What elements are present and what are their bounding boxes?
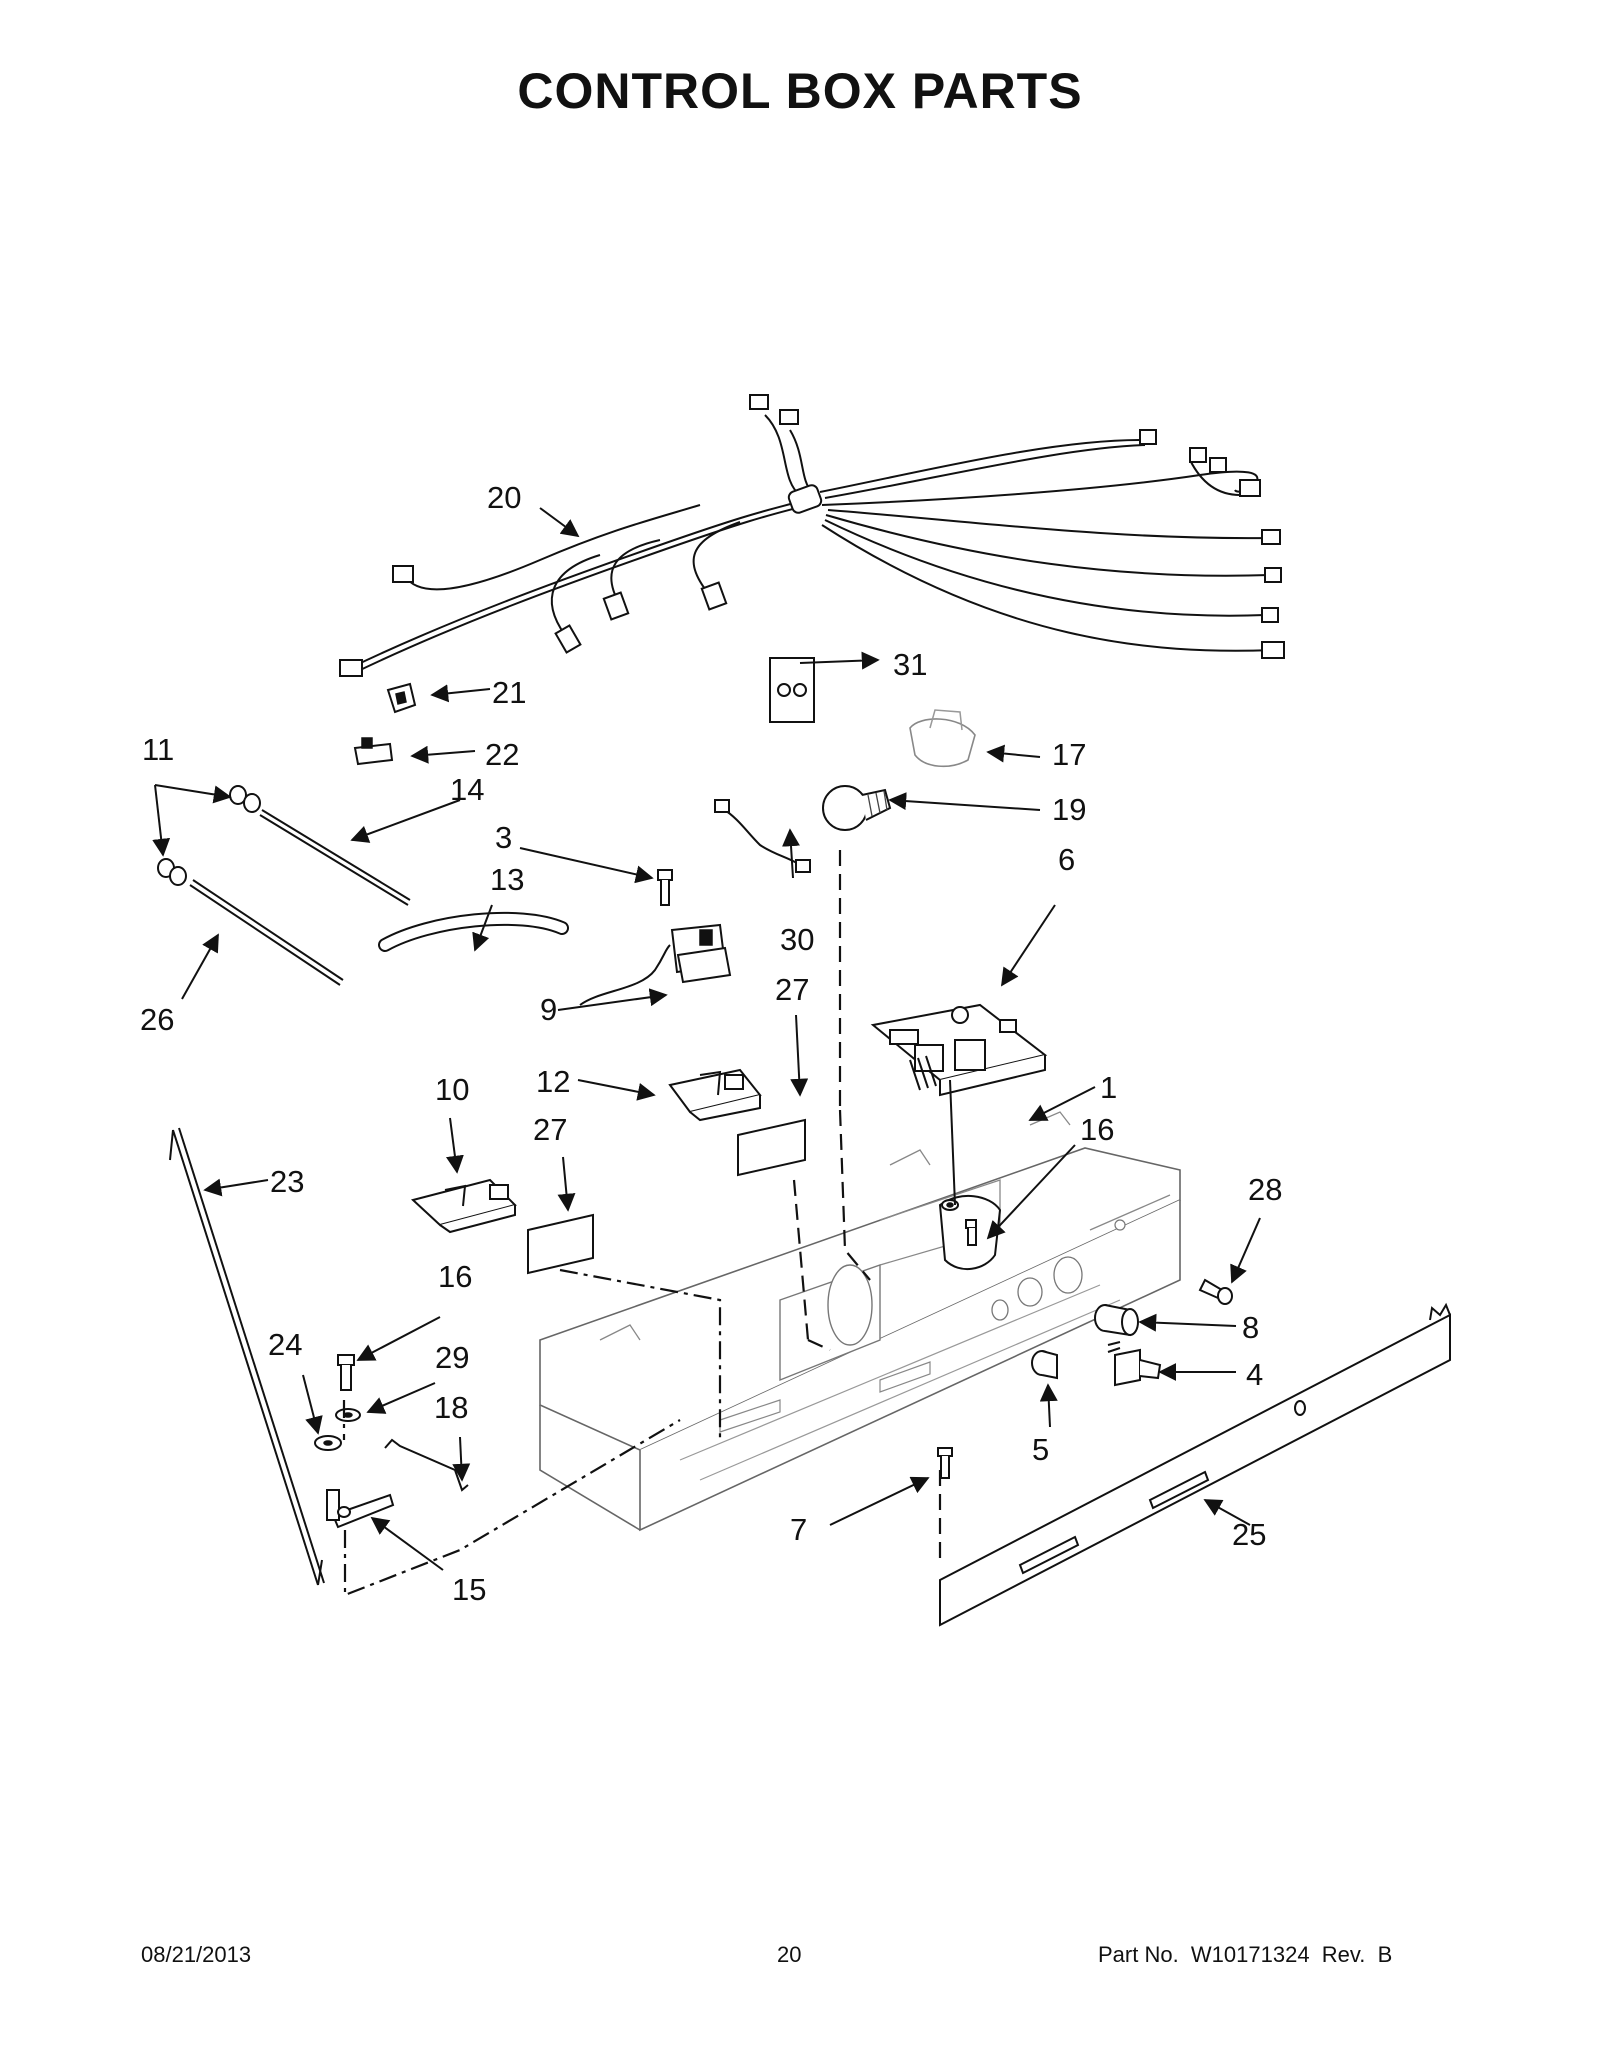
wire-jumper-part (714, 799, 811, 873)
callout-27a: 27 (775, 972, 809, 1007)
rod-part-23 (169, 1127, 325, 1586)
callout-3: 3 (495, 820, 512, 855)
screw-part-28 (1198, 1278, 1233, 1305)
callout-13: 13 (490, 862, 524, 897)
label-part-27a (737, 1118, 806, 1177)
washer-part-24 (314, 1435, 342, 1451)
page-title: CONTROL BOX PARTS (517, 63, 1083, 119)
light-bulb-part (822, 785, 892, 831)
callout-12: 12 (536, 1064, 570, 1099)
screw-part-16-lower (337, 1354, 355, 1391)
grommet-plate-part (769, 657, 815, 723)
callout-18: 18 (434, 1390, 468, 1425)
callout-16b: 16 (438, 1259, 472, 1294)
callout-10: 10 (435, 1072, 469, 1107)
callout-25: 25 (1232, 1517, 1266, 1552)
callout-29: 29 (435, 1340, 469, 1375)
hinge-bracket-part-15 (326, 1489, 395, 1529)
callout-5: 5 (1032, 1432, 1049, 1467)
callout-22: 22 (485, 737, 519, 772)
clip-part-22 (353, 737, 394, 766)
screw-part-3 (657, 869, 673, 906)
label-part-27b (527, 1213, 594, 1275)
callout-11: 11 (142, 732, 174, 767)
callout-6: 6 (1058, 842, 1075, 877)
callout-21: 21 (492, 675, 526, 710)
knob-part-8 (1094, 1304, 1139, 1337)
footer-page-number: 20 (777, 1942, 802, 1967)
callout-19: 19 (1052, 792, 1086, 827)
callout-28: 28 (1248, 1172, 1282, 1207)
damper-switch-part-9 (579, 923, 732, 1006)
cover-panel-part (939, 1302, 1451, 1627)
callout-1: 1 (1100, 1070, 1117, 1105)
callout-16a: 16 (1080, 1112, 1114, 1147)
callout-leaders (152, 507, 1261, 1571)
module-part-12 (668, 1068, 762, 1122)
clip-part-21 (386, 682, 417, 714)
callout-7: 7 (790, 1512, 807, 1547)
callout-30: 30 (780, 922, 814, 957)
hose-part-13 (378, 911, 569, 952)
washer-part-29 (335, 1408, 361, 1422)
callout-labels: 20 31 21 22 11 14 3 13 26 9 30 17 19 6 2… (140, 480, 1282, 1607)
tube-part-14 (229, 785, 411, 906)
wire-harness-part (339, 394, 1285, 677)
callout-24: 24 (268, 1327, 302, 1362)
assembly-lines (342, 850, 956, 1597)
switch-part-4 (1107, 1341, 1162, 1387)
footer-part-number: Part No. W10171324 Rev. B (1098, 1942, 1393, 1967)
knob-part-5 (1031, 1350, 1058, 1380)
callout-31: 31 (893, 647, 927, 682)
light-socket-part (909, 709, 976, 768)
callout-4: 4 (1246, 1357, 1263, 1392)
callout-15: 15 (452, 1572, 486, 1607)
footer-date: 08/21/2013 (141, 1942, 252, 1967)
callout-17: 17 (1052, 737, 1086, 772)
callout-27b: 27 (533, 1112, 567, 1147)
callout-26: 26 (140, 1002, 174, 1037)
callout-14: 14 (450, 772, 484, 807)
callout-8: 8 (1242, 1310, 1259, 1345)
spring-part-18 (384, 1438, 469, 1492)
control-board-part-6 (870, 1003, 1048, 1097)
module-part-10 (410, 1178, 517, 1234)
callout-20: 20 (487, 480, 521, 515)
control-box-housing-part (539, 1111, 1181, 1532)
screw-part-7 (937, 1447, 953, 1479)
callout-9: 9 (540, 992, 557, 1027)
bracket-part-16 (938, 1194, 1002, 1271)
tube-part-26 (157, 858, 344, 986)
callout-23: 23 (270, 1164, 304, 1199)
